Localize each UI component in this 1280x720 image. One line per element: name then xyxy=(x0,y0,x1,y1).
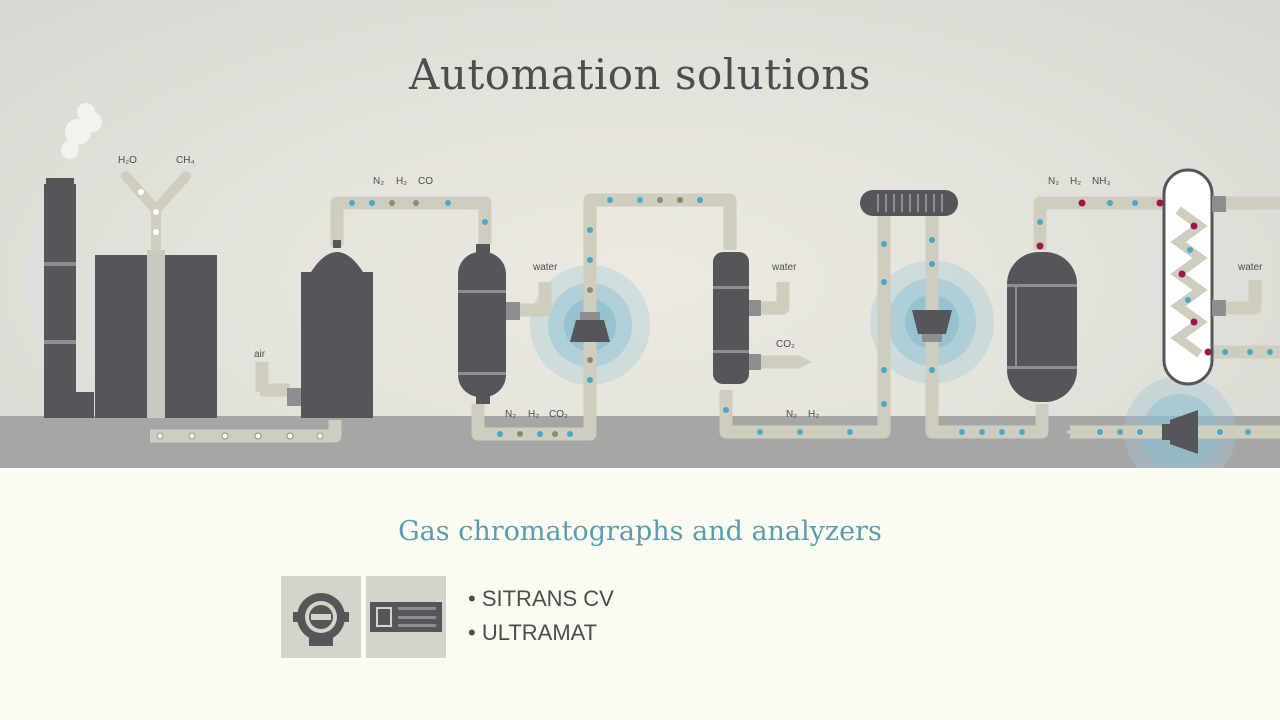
label-co2-b: CO₂ xyxy=(776,339,795,350)
gas-chromatograph-thumbnail xyxy=(281,576,361,658)
label-n2-b: N₂ xyxy=(505,409,516,420)
analyzer-1 xyxy=(570,312,610,342)
label-water-2: water xyxy=(771,262,797,273)
product-item-ultramat: ULTRAMAT xyxy=(468,616,614,650)
label-co: CO xyxy=(418,176,433,187)
label-water-3: water xyxy=(1237,262,1263,273)
label-nh3: NH₃ xyxy=(1092,176,1111,187)
info-panel: Gas chromatographs and analyzers SITRANS… xyxy=(0,468,1280,720)
flow-dots-red xyxy=(1036,199,1212,356)
analyzer-thumbnail xyxy=(366,576,446,658)
label-h2-b: H₂ xyxy=(528,409,539,420)
co2-absorber xyxy=(713,252,812,384)
label-water-1: water xyxy=(532,262,558,273)
label-h2-c: H₂ xyxy=(808,409,819,420)
process-diagram: H₂O CH₄ air N₂ H₂ CO water N₂ H₂ CO₂ wat… xyxy=(0,0,1280,468)
label-ch4: CH₄ xyxy=(176,155,195,166)
label-n2-a: N₂ xyxy=(373,176,384,187)
section-heading: Gas chromatographs and analyzers xyxy=(398,516,882,547)
flow-dots-blue xyxy=(349,197,1273,437)
process-svg: H₂O CH₄ air N₂ H₂ CO water N₂ H₂ CO₂ wat… xyxy=(0,103,1280,468)
primary-reformer xyxy=(95,250,217,418)
gas-labels: H₂O CH₄ air N₂ H₂ CO water N₂ H₂ CO₂ wat… xyxy=(118,155,1263,420)
label-h2o: H₂O xyxy=(118,155,137,166)
smoke-icon xyxy=(61,103,102,159)
gas-chromatograph-icon xyxy=(293,593,349,646)
product-list: SITRANS CV ULTRAMAT xyxy=(468,582,614,650)
product-item-sitrans-cv: SITRANS CV xyxy=(468,582,614,616)
shift-converter xyxy=(458,244,520,404)
label-h2-a: H₂ xyxy=(396,176,407,187)
chimney xyxy=(44,178,94,418)
secondary-reformer xyxy=(287,240,373,418)
label-co2-a: CO₂ xyxy=(549,409,568,420)
flow-dots-brown xyxy=(389,197,683,437)
label-air: air xyxy=(254,349,266,360)
flow-dots-white xyxy=(156,432,324,440)
label-n2-d: N₂ xyxy=(1048,176,1059,187)
rack-analyzer-icon xyxy=(370,602,442,632)
analyzer-2 xyxy=(912,286,952,342)
page-title: Automation solutions xyxy=(409,50,871,99)
heat-exchanger xyxy=(860,190,958,216)
ammonia-converter xyxy=(1007,252,1077,402)
cooler-column xyxy=(1162,168,1226,386)
label-n2-c: N₂ xyxy=(786,409,797,420)
label-h2-d: H₂ xyxy=(1070,176,1081,187)
compressor xyxy=(1066,410,1198,454)
